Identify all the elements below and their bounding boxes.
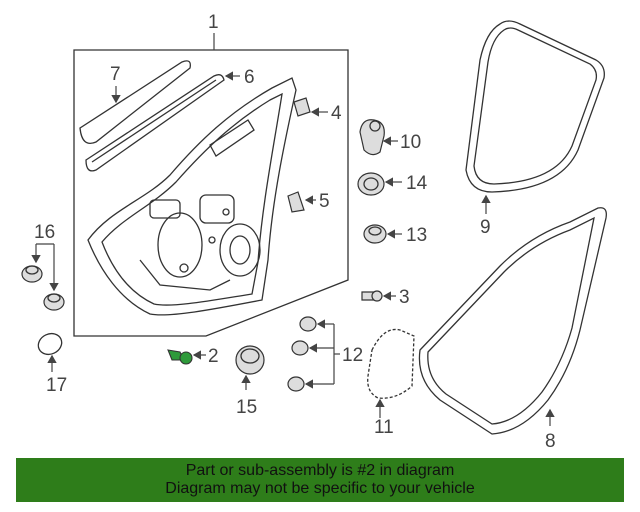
callout-10: 10 [400,132,421,153]
callout-7: 7 [110,64,121,85]
callout-16: 16 [34,222,55,243]
callout-1: 1 [208,12,219,33]
door-shell [87,77,297,316]
callout-4: 4 [331,103,342,124]
part-16-plugs: 16 [21,222,65,311]
part-17-seal: 17 [37,332,67,396]
callout-6: 6 [244,67,255,88]
part-2-bolt: 2 [167,346,219,367]
callout-14: 14 [406,173,428,194]
part-12-plugs: 12 [287,316,363,392]
callout-2: 2 [208,346,219,367]
part-8-door-weatherstrip: 8 [418,207,607,452]
door-assembly-box: 1 [73,12,349,337]
part-10-clip: 10 [359,119,421,156]
part-14-grommet: 14 [357,172,428,196]
part-15-cap: 15 [235,345,265,418]
part-9-opening-weatherstrip: 9 [465,20,605,238]
banner-line-2: Diagram may not be specific to your vehi… [165,480,475,497]
part-11-water-shield: 11 [367,328,415,438]
banner-line-1: Part or sub-assembly is #2 in diagram [185,462,455,479]
callout-5: 5 [319,191,330,212]
callout-8: 8 [545,431,556,452]
part-4-bracket: 4 [293,97,342,124]
callout-15: 15 [236,397,257,418]
callout-3: 3 [399,287,410,308]
callout-13: 13 [406,225,427,246]
callout-11: 11 [374,417,394,438]
part-3-screw: 3 [361,287,410,308]
info-banner: Part or sub-assembly is #2 in diagram Di… [16,458,624,502]
part-13-plug: 13 [363,224,427,246]
callout-9: 9 [480,217,491,238]
callout-12: 12 [342,345,363,366]
callout-17: 17 [46,375,67,396]
part-5-bracket: 5 [287,191,330,213]
part-7-belt-molding: 7 [79,60,191,145]
parts-diagram: 1 7 6 4 5 [21,12,607,452]
part-6-weatherstrip: 6 [85,67,255,172]
